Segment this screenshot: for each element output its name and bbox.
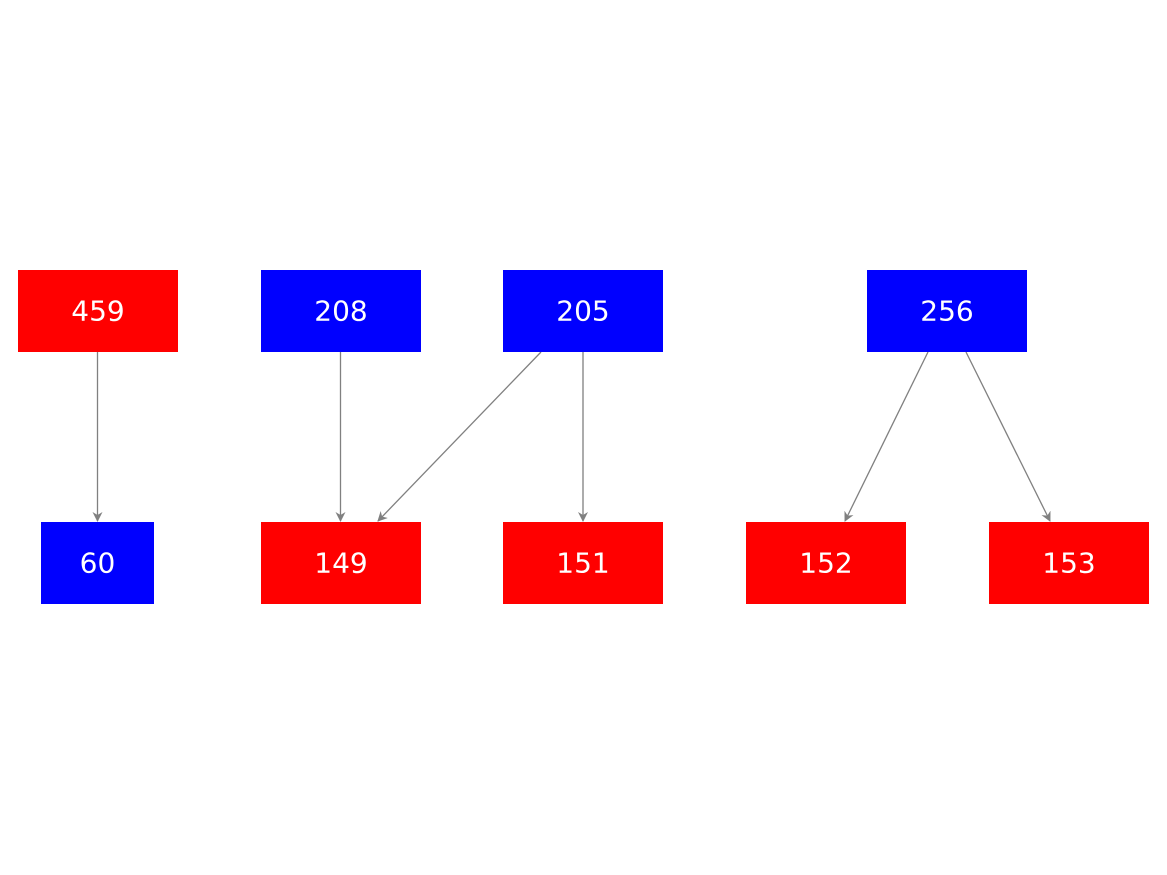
node-256: 256 [867,270,1027,352]
node-label-205: 205 [556,295,609,328]
node-label-208: 208 [314,295,367,328]
node-152: 152 [746,522,906,604]
node-label-152: 152 [799,547,852,580]
node-box-208 [261,270,421,352]
node-box-459 [18,270,178,352]
edge-256-to-153 [965,351,1051,522]
node-205: 205 [503,270,663,352]
node-label-149: 149 [314,547,367,580]
node-label-153: 153 [1042,547,1095,580]
node-box-205 [503,270,663,352]
node-box-149 [261,522,421,604]
edge-256-to-152 [844,351,929,522]
node-label-459: 459 [71,295,124,328]
node-box-152 [746,522,906,604]
node-153: 153 [989,522,1149,604]
edges-layer [92,351,1051,522]
node-box-60 [41,522,154,604]
nodes-layer: 459 208 205 256 60 149 151 152 153 [18,270,1149,604]
node-label-151: 151 [556,547,609,580]
node-60: 60 [41,522,154,604]
node-151: 151 [503,522,663,604]
node-label-60: 60 [80,547,116,580]
node-208: 208 [261,270,421,352]
node-149: 149 [261,522,421,604]
edge-205-to-149 [377,351,542,522]
node-459: 459 [18,270,178,352]
node-box-153 [989,522,1149,604]
node-box-151 [503,522,663,604]
node-box-256 [867,270,1027,352]
node-label-256: 256 [920,295,973,328]
